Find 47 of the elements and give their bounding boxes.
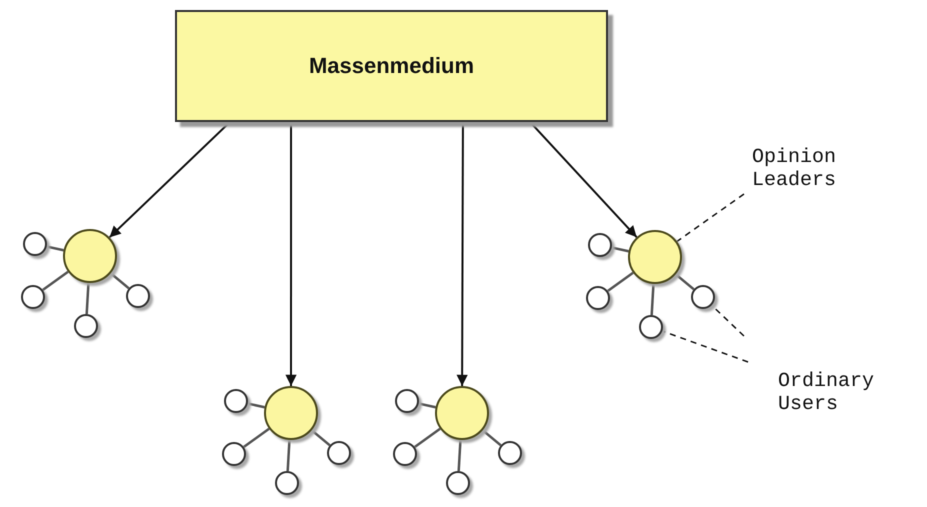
box-title: Massenmedium — [308, 53, 474, 79]
opinion-leader-circle — [435, 386, 489, 440]
connector-line — [110, 272, 130, 290]
user-circle — [446, 471, 470, 495]
leader-line — [676, 193, 744, 242]
opinion-leader-circle — [63, 229, 117, 283]
user-circle — [586, 286, 610, 310]
user-circle — [691, 285, 715, 309]
arrow — [285, 122, 297, 386]
arrow — [108, 121, 231, 238]
connector-line — [650, 284, 655, 316]
user-circle — [395, 389, 419, 413]
connector-line — [46, 245, 64, 252]
connector-line — [674, 273, 695, 290]
user-circle — [498, 441, 522, 465]
connector-line — [418, 402, 436, 408]
user-circle — [393, 442, 417, 466]
user-circle — [21, 285, 45, 309]
arrow — [456, 122, 468, 386]
connector-line — [85, 282, 90, 314]
connector-line — [310, 429, 331, 446]
user-circle — [23, 232, 47, 256]
user-circle — [222, 442, 246, 466]
connector-line — [414, 428, 441, 448]
user-circle — [74, 314, 98, 338]
user-circle — [327, 441, 351, 465]
opinion-leader-circle — [628, 230, 682, 284]
leader-line — [711, 304, 744, 337]
connector-line — [286, 440, 291, 472]
media-box — [175, 10, 608, 122]
connector-line — [247, 402, 265, 408]
connector-line — [457, 440, 462, 472]
connector-line — [482, 429, 502, 446]
opinion-leader-circle — [264, 386, 318, 440]
user-circle — [275, 471, 299, 495]
arrow — [529, 121, 638, 238]
user-circle — [224, 389, 248, 413]
callout-label: Opinion Leaders — [752, 146, 880, 192]
connector-line — [607, 272, 634, 292]
connector-line — [611, 246, 629, 252]
user-circle — [126, 284, 150, 308]
user-circle — [639, 315, 663, 339]
connector-line — [243, 428, 270, 448]
leader-line — [662, 330, 748, 363]
user-circle — [588, 233, 612, 257]
connector-line — [42, 270, 69, 291]
callout-label: Ordinary Users — [778, 370, 906, 416]
